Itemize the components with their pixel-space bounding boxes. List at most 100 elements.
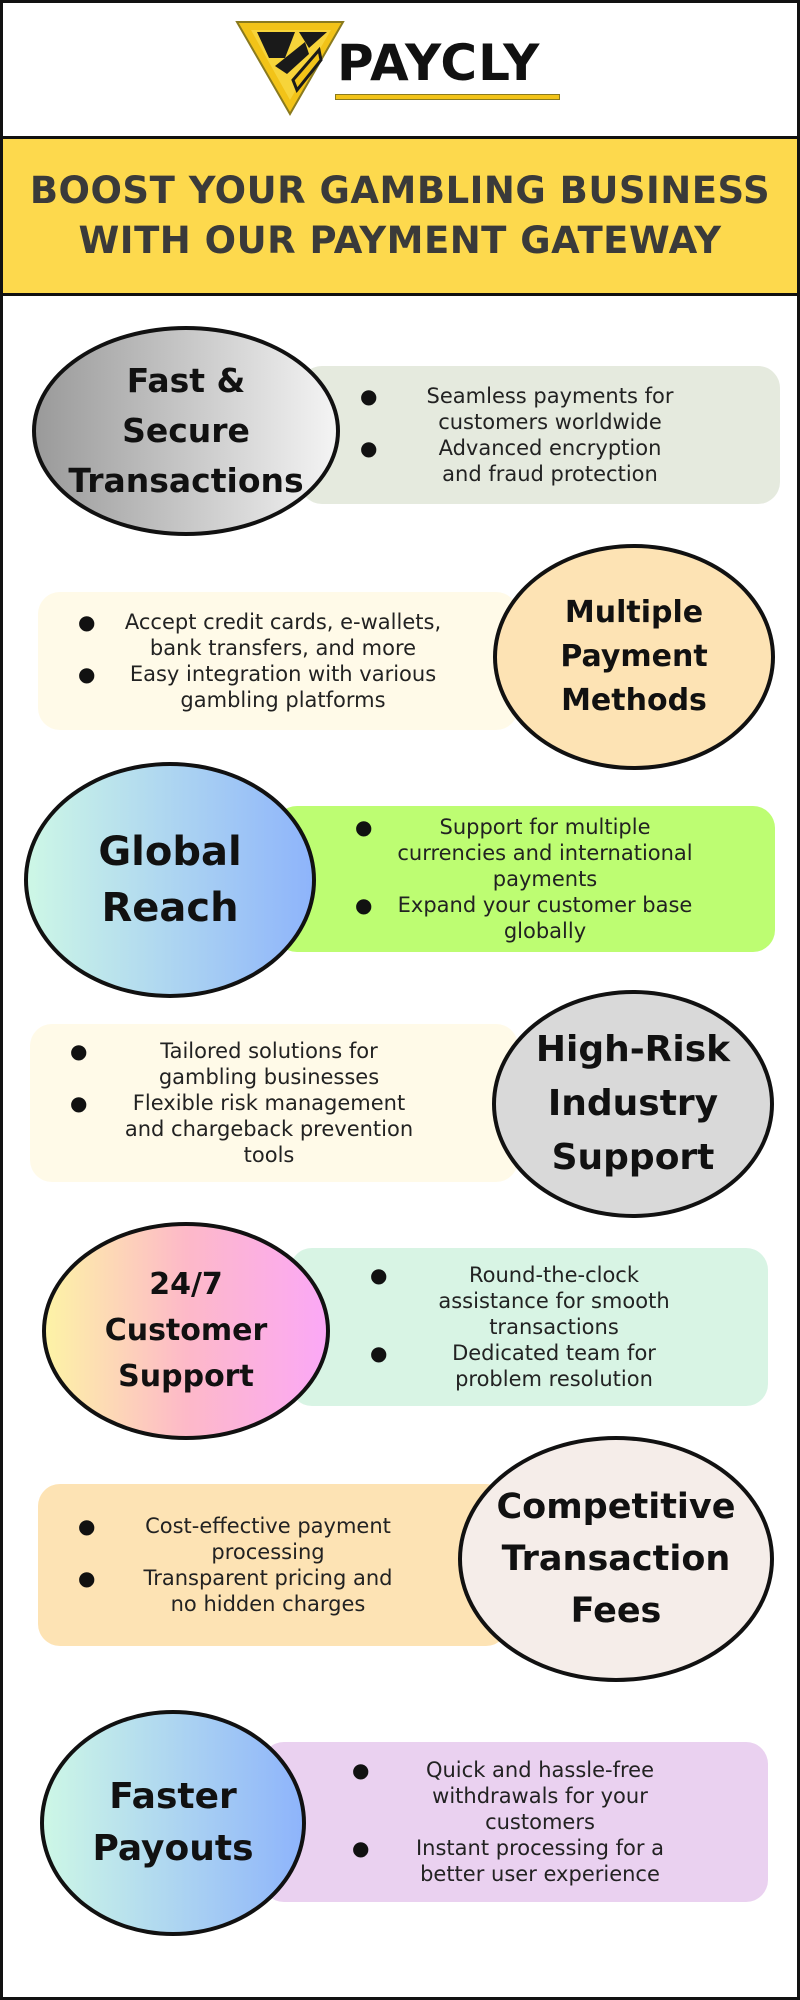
- paycly-emblem-icon: [235, 21, 345, 117]
- bullet-text-line: customers: [485, 1810, 595, 1834]
- section-title-line: Payment: [560, 639, 708, 674]
- bullet-text-line: assistance for smooth: [438, 1289, 670, 1313]
- headline-line-1: BOOST YOUR GAMBLING BUSINESS: [29, 169, 771, 212]
- bullet-text-line: processing: [211, 1540, 325, 1564]
- section-high-risk-title: High-Risk Industry Support: [492, 990, 774, 1218]
- section-fast-secure-title: Fast & Secure Transactions: [32, 326, 340, 536]
- section-title-line: Fees: [570, 1591, 662, 1631]
- bullet-text-line: and chargeback prevention: [124, 1117, 414, 1141]
- section-title-line: Customer: [104, 1313, 268, 1348]
- bullet-dot-icon: ●: [355, 893, 373, 917]
- brand-name: PAYCLY: [337, 34, 541, 92]
- bullet-text-line: bank transfers, and more: [149, 636, 417, 660]
- bullet-text-line: Flexible risk management: [132, 1091, 406, 1115]
- bullet-dot-icon: ●: [78, 662, 96, 686]
- bullet-dot-icon: ●: [78, 1514, 96, 1538]
- section-title-line: Support: [551, 1137, 715, 1178]
- section-customer-support-title: 24/7 Customer Support: [42, 1222, 330, 1440]
- section-title-line: Secure: [122, 411, 250, 450]
- section-faster-payouts-title: Faster Payouts: [40, 1710, 306, 1936]
- bullet-text-line: Cost-effective payment: [145, 1514, 391, 1538]
- section-title-line: Payouts: [92, 1828, 254, 1869]
- paycly-logo: PAYCLY: [235, 18, 565, 118]
- section-title-line: Support: [118, 1359, 254, 1394]
- section-title-line: Industry: [547, 1083, 719, 1124]
- section-title-line: High-Risk: [535, 1029, 731, 1070]
- bullet-text-line: no hidden charges: [170, 1592, 366, 1616]
- section-title-line: Competitive: [496, 1487, 736, 1527]
- section-global-reach-title: Global Reach: [24, 762, 316, 998]
- bullet-text-line: payments: [492, 867, 598, 891]
- bullet-text-line: transactions: [489, 1315, 619, 1339]
- section-title-line: Transaction: [501, 1539, 731, 1579]
- bullet-dot-icon: ●: [78, 610, 96, 634]
- bullet-dot-icon: ●: [370, 1341, 388, 1365]
- headline-line-2: WITH OUR PAYMENT GATEWAY: [78, 219, 722, 262]
- section-payment-methods-details: ●Accept credit cards, e-wallets,bank tra…: [38, 592, 518, 730]
- section-title-line: Faster: [109, 1776, 237, 1817]
- section-title-line: Global: [98, 829, 242, 875]
- bullet-text-line: Quick and hassle-free: [425, 1758, 655, 1782]
- bullet-text-line: and fraud protection: [442, 462, 658, 486]
- bullet-dot-icon: ●: [352, 1836, 370, 1860]
- logo-underline: [335, 94, 560, 100]
- bullet-dot-icon: ●: [78, 1566, 96, 1590]
- bullet-text-line: Advanced encryption: [438, 436, 662, 460]
- bullet-text-line: withdrawals for your: [432, 1784, 648, 1808]
- bullet-text-line: customers worldwide: [438, 410, 662, 434]
- headline-banner: BOOST YOUR GAMBLING BUSINESS WITH OUR PA…: [3, 136, 797, 296]
- bullet-text-line: Tailored solutions for: [160, 1039, 378, 1063]
- bullet-list: ●Accept credit cards, e-wallets,bank tra…: [78, 609, 488, 713]
- bullet: ●Accept credit cards, e-wallets,bank tra…: [78, 609, 488, 661]
- bullet-text-line: gambling businesses: [158, 1065, 380, 1089]
- section-payment-methods-title: Multiple Payment Methods: [493, 544, 775, 770]
- bullet-dot-icon: ●: [70, 1091, 88, 1115]
- section-title-line: Transactions: [68, 461, 304, 500]
- bullet-text-line: Seamless payments for: [426, 384, 674, 408]
- bullet-dot-icon: ●: [355, 815, 373, 839]
- bullet-dot-icon: ●: [352, 1758, 370, 1782]
- section-transaction-fees-title: Competitive Transaction Fees: [458, 1436, 774, 1682]
- bullet-text-line: globally: [503, 919, 587, 943]
- bullet-text-line: problem resolution: [455, 1367, 653, 1391]
- bullet-text-line: Support for multiple: [439, 815, 651, 839]
- bullet-text-line: Instant processing for a: [415, 1836, 665, 1860]
- bullet-text-line: Easy integration with various: [129, 662, 437, 686]
- bullet-text-line: gambling platforms: [180, 688, 386, 712]
- section-title-line: Fast &: [126, 361, 246, 400]
- bullet-dot-icon: ●: [360, 436, 378, 460]
- bullet-dot-icon: ●: [360, 384, 378, 408]
- bullet-text-line: Transparent pricing and: [143, 1566, 393, 1590]
- section-title-line: Reach: [101, 885, 239, 931]
- bullet-text-line: Expand your customer base: [397, 893, 693, 917]
- bullet-dot-icon: ●: [370, 1263, 388, 1287]
- bullet-dot-icon: ●: [70, 1039, 88, 1063]
- section-title-line: 24/7: [149, 1267, 223, 1302]
- bullet-text-line: Dedicated team for: [452, 1341, 656, 1365]
